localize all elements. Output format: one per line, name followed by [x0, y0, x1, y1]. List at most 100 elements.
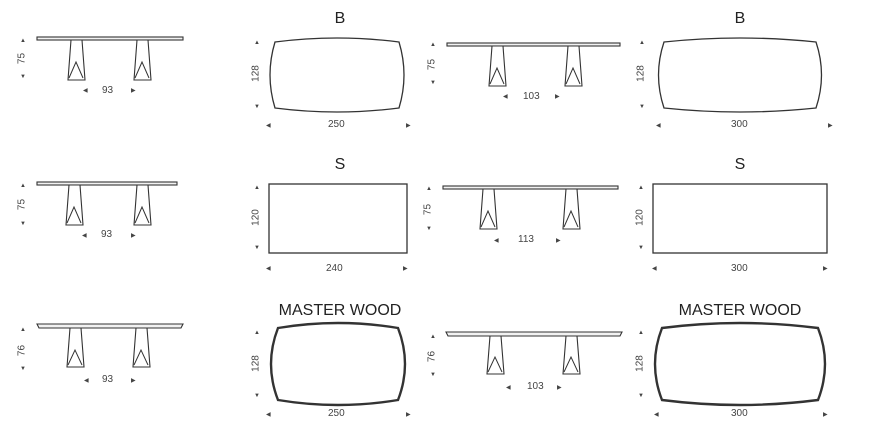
- arrow-right-icon: ▶: [823, 266, 828, 272]
- arrow-up-icon: ▲: [639, 40, 645, 46]
- arrow-right-icon: ▶: [823, 412, 828, 418]
- base-dimension: 93: [102, 85, 114, 96]
- arrow-left-icon: ◀: [83, 88, 88, 94]
- arrow-down-icon: ▼: [20, 366, 26, 372]
- depth-dimension: 128: [635, 65, 647, 82]
- arrow-right-icon: ▶: [131, 233, 136, 239]
- side-view-row2-a: [36, 181, 178, 226]
- arrow-up-icon: ▲: [426, 186, 432, 192]
- arrow-up-icon: ▲: [430, 42, 436, 48]
- arrow-right-icon: ▶: [131, 88, 136, 94]
- side-view-row2-b: [442, 185, 619, 230]
- depth-dimension: 128: [250, 65, 262, 82]
- table-leg-detail: [565, 66, 581, 85]
- variant-title: MASTER WOOD: [678, 302, 802, 319]
- table-top-profile: [446, 42, 621, 47]
- arrow-left-icon: ◀: [506, 385, 511, 391]
- arrow-down-icon: ▼: [20, 221, 26, 227]
- base-dimension: 93: [102, 374, 114, 385]
- arrow-down-icon: ▼: [638, 245, 644, 251]
- arrow-down-icon: ▼: [638, 393, 644, 399]
- length-dimension: 300: [731, 263, 748, 274]
- arrow-right-icon: ▶: [828, 123, 833, 129]
- table-leg-detail: [133, 348, 149, 366]
- arrow-up-icon: ▲: [430, 334, 436, 340]
- height-dimension: 76: [426, 350, 438, 363]
- tabletop-masterwood-300: [653, 321, 827, 407]
- variant-title: B: [734, 10, 746, 27]
- table-top-profile: [442, 185, 619, 190]
- arrow-left-icon: ◀: [84, 378, 89, 384]
- table-leg-detail: [487, 355, 503, 373]
- tabletop-s-240: [268, 183, 408, 254]
- variant-title: MASTER WOOD: [278, 302, 402, 319]
- table-leg-detail: [66, 205, 82, 224]
- arrow-right-icon: ▶: [403, 266, 408, 272]
- arrow-left-icon: ◀: [266, 266, 271, 272]
- arrow-right-icon: ▶: [406, 412, 411, 418]
- side-view-row3-b: [445, 331, 623, 375]
- arrow-up-icon: ▲: [638, 185, 644, 191]
- arrow-down-icon: ▼: [426, 226, 432, 232]
- arrow-left-icon: ◀: [494, 238, 499, 244]
- arrow-left-icon: ◀: [82, 233, 87, 239]
- arrow-up-icon: ▲: [254, 40, 260, 46]
- height-dimension: 75: [426, 58, 438, 71]
- arrow-left-icon: ◀: [266, 123, 271, 129]
- table-leg-detail: [134, 205, 150, 224]
- height-dimension: 75: [16, 198, 28, 211]
- arrow-right-icon: ▶: [555, 94, 560, 100]
- table-leg-detail: [68, 60, 84, 79]
- arrow-left-icon: ◀: [654, 412, 659, 418]
- arrow-down-icon: ▼: [254, 393, 260, 399]
- arrow-up-icon: ▲: [20, 38, 26, 44]
- side-view-row1-b: [446, 42, 621, 87]
- length-dimension: 300: [731, 119, 748, 130]
- base-dimension: 103: [523, 91, 540, 102]
- arrow-up-icon: ▲: [20, 183, 26, 189]
- base-dimension: 93: [101, 229, 113, 240]
- length-dimension: 250: [328, 408, 345, 419]
- arrow-left-icon: ◀: [266, 412, 271, 418]
- table-top-profile: [36, 181, 178, 186]
- arrow-up-icon: ▲: [20, 327, 26, 333]
- table-leg-detail: [134, 60, 150, 79]
- height-dimension: 76: [16, 344, 28, 357]
- length-dimension: 300: [731, 408, 748, 419]
- length-dimension: 240: [326, 263, 343, 274]
- arrow-up-icon: ▲: [254, 330, 260, 336]
- table-leg-detail: [480, 209, 496, 228]
- arrow-right-icon: ▶: [406, 123, 411, 129]
- arrow-up-icon: ▲: [638, 330, 644, 336]
- tabletop-s-300: [652, 183, 828, 254]
- base-dimension: 113: [518, 234, 534, 245]
- depth-dimension: 120: [250, 209, 262, 226]
- height-dimension: 75: [16, 52, 28, 65]
- variant-title: S: [734, 156, 746, 173]
- variant-title: S: [334, 156, 346, 173]
- arrow-down-icon: ▼: [430, 372, 436, 378]
- arrow-right-icon: ▶: [556, 238, 561, 244]
- depth-dimension: 120: [634, 209, 646, 226]
- tabletop-b-250: [269, 37, 405, 113]
- tabletop-masterwood-250: [269, 321, 407, 407]
- table-top-profile: [36, 323, 184, 329]
- arrow-down-icon: ▼: [254, 104, 260, 110]
- tabletop-b-300: [657, 37, 823, 113]
- arrow-right-icon: ▶: [557, 385, 562, 391]
- arrow-down-icon: ▼: [254, 245, 260, 251]
- table-leg-detail: [563, 355, 579, 373]
- table-top-profile: [36, 36, 184, 41]
- arrow-left-icon: ◀: [503, 94, 508, 100]
- depth-dimension: 128: [250, 355, 262, 372]
- arrow-down-icon: ▼: [430, 80, 436, 86]
- side-view-row1-a: [36, 36, 184, 81]
- variant-title: B: [334, 10, 346, 27]
- arrow-down-icon: ▼: [20, 74, 26, 80]
- length-dimension: 250: [328, 119, 345, 130]
- table-leg-detail: [489, 66, 505, 85]
- arrow-left-icon: ◀: [656, 123, 661, 129]
- base-dimension: 103: [527, 381, 544, 392]
- depth-dimension: 128: [634, 355, 646, 372]
